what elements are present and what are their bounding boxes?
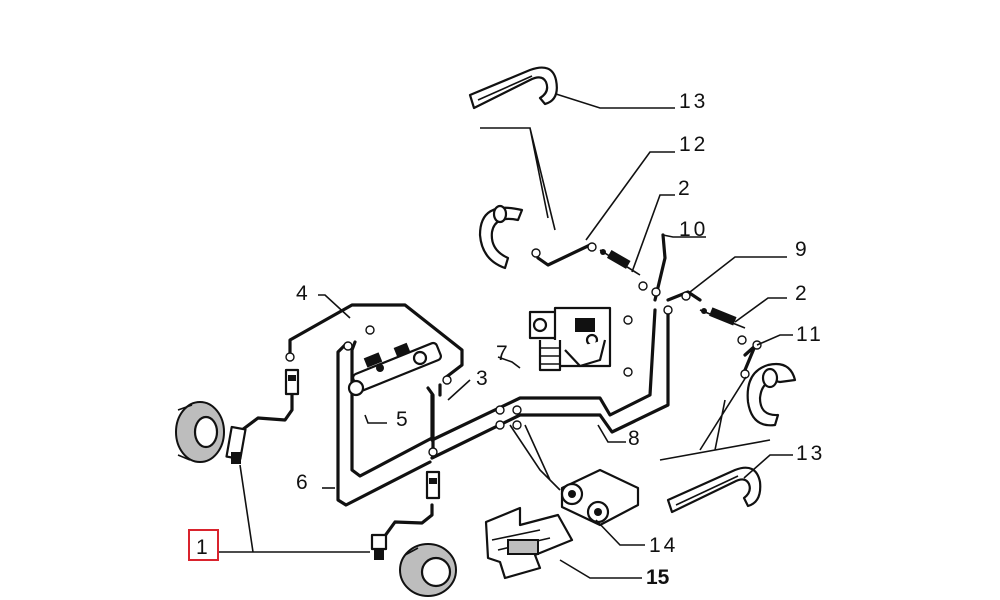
highlight-box <box>188 529 219 561</box>
label-8[interactable]: 8 <box>628 427 643 450</box>
pipe-fittings <box>285 242 762 457</box>
leader-lines <box>218 93 793 579</box>
bottom-wheel-caliper <box>399 543 457 597</box>
label-7[interactable]: 7 <box>496 342 511 365</box>
upper-pipe-clip-13 <box>468 66 558 110</box>
master-cylinder <box>347 341 442 397</box>
flexible-hose-left <box>225 368 300 464</box>
part-labels: 1 2 2 3 4 5 6 7 8 9 10 11 12 13 13 14 15 <box>196 90 825 589</box>
label-13-upper[interactable]: 13 <box>679 90 708 113</box>
label-2-lower[interactable]: 2 <box>795 282 810 305</box>
label-13-lower[interactable]: 13 <box>796 442 825 465</box>
label-9[interactable]: 9 <box>795 238 810 261</box>
label-12[interactable]: 12 <box>679 133 708 156</box>
right-ring-clip-11 <box>746 362 797 427</box>
brake-distribution-valve <box>528 306 612 372</box>
label-4[interactable]: 4 <box>296 282 311 305</box>
pipe-union-lower <box>699 307 746 329</box>
flexible-hose-bottom <box>370 470 441 560</box>
label-5[interactable]: 5 <box>396 408 411 431</box>
double-pipe-clip-14 <box>560 468 640 527</box>
label-6[interactable]: 6 <box>296 471 311 494</box>
upper-ring-clip <box>478 204 524 270</box>
lower-pipe-clip-13 <box>666 466 762 514</box>
label-1[interactable]: 1 <box>196 536 211 559</box>
left-wheel-caliper <box>175 401 225 463</box>
label-3[interactable]: 3 <box>476 367 491 390</box>
label-14[interactable]: 14 <box>649 534 678 557</box>
label-2-upper[interactable]: 2 <box>678 177 693 200</box>
label-10[interactable]: 10 <box>679 218 708 241</box>
mounting-bracket-15 <box>484 506 574 580</box>
label-11[interactable]: 11 <box>796 323 824 346</box>
label-15[interactable]: 15 <box>646 566 670 589</box>
brake-pipes <box>240 233 757 542</box>
pipe-union-upper <box>599 249 641 276</box>
